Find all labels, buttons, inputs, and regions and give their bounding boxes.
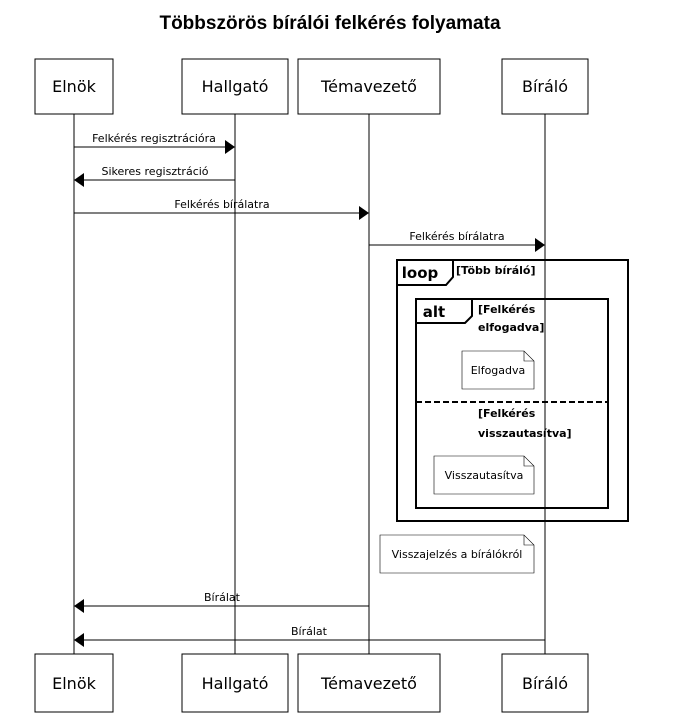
actor-elnok-top: Elnök [34,58,114,115]
message-4: Felkérés bírálatra [369,230,545,252]
message-5: Bírálat [74,591,369,613]
actor-hallgato-top: Hallgató [181,58,289,115]
message-label: Bírálat [204,591,241,604]
loop-guard: [Több bíráló] [456,264,535,277]
message-3: Felkérés bírálatra [74,198,369,220]
message-label: Felkérés bírálatra [409,230,504,243]
note-rejected: Visszautasítva [433,455,535,495]
actor-label: Elnök [52,77,96,96]
note-feedback: Visszajelzés a bírálókról [379,534,535,574]
diagram-title: Többszörös bírálói felkérés folyamata [159,13,500,34]
note-label: Elfogadva [471,364,526,377]
arrow-left-icon [74,599,84,613]
actor-label: Bíráló [522,77,568,96]
message-2: Sikeres regisztráció [74,165,235,187]
message-1: Felkérés regisztrációra [74,132,235,154]
arrow-right-icon [535,238,545,252]
arrow-left-icon [74,173,84,187]
actor-label: Bíráló [522,674,568,693]
actor-biralo-top: Bíráló [501,58,589,115]
arrow-right-icon [225,140,235,154]
actor-biralo-bottom: Bíráló [501,653,589,713]
actor-hallgato-bottom: Hallgató [181,653,289,713]
message-label: Felkérés regisztrációra [92,132,216,145]
actor-temavezeto-bottom: Témavezető [297,653,441,713]
actor-label: Témavezető [320,674,417,693]
alt-frame: alt [Felkérés elfogadva] [Felkérés vissz… [415,298,609,509]
arrow-left-icon [74,633,84,647]
note-label: Visszajelzés a bírálókról [392,548,523,561]
actor-label: Elnök [52,674,96,693]
message-label: Bírálat [291,625,328,638]
message-label: Felkérés bírálatra [174,198,269,211]
actor-elnok-bottom: Elnök [34,653,114,713]
actor-temavezeto-top: Témavezető [297,58,441,115]
note-label: Visszautasítva [445,469,524,482]
note-accepted: Elfogadva [461,350,535,390]
alt-guard-1-line-1: [Felkérés [478,303,536,316]
actor-label: Hallgató [202,674,269,693]
loop-operator: loop [402,264,439,282]
alt-guard-2-line-2: visszautasítva] [478,427,572,440]
loop-frame: loop [Több bíráló] [396,259,629,522]
lifelines [73,114,546,654]
message-label: Sikeres regisztráció [101,165,208,178]
alt-guard-1-line-2: elfogadva] [478,321,544,334]
actor-label: Témavezető [320,77,417,96]
alt-guard-2-line-1: [Felkérés [478,407,536,420]
message-6: Bírálat [74,625,545,647]
arrow-right-icon [359,206,369,220]
actor-label: Hallgató [202,77,269,96]
alt-operator: alt [423,303,445,321]
